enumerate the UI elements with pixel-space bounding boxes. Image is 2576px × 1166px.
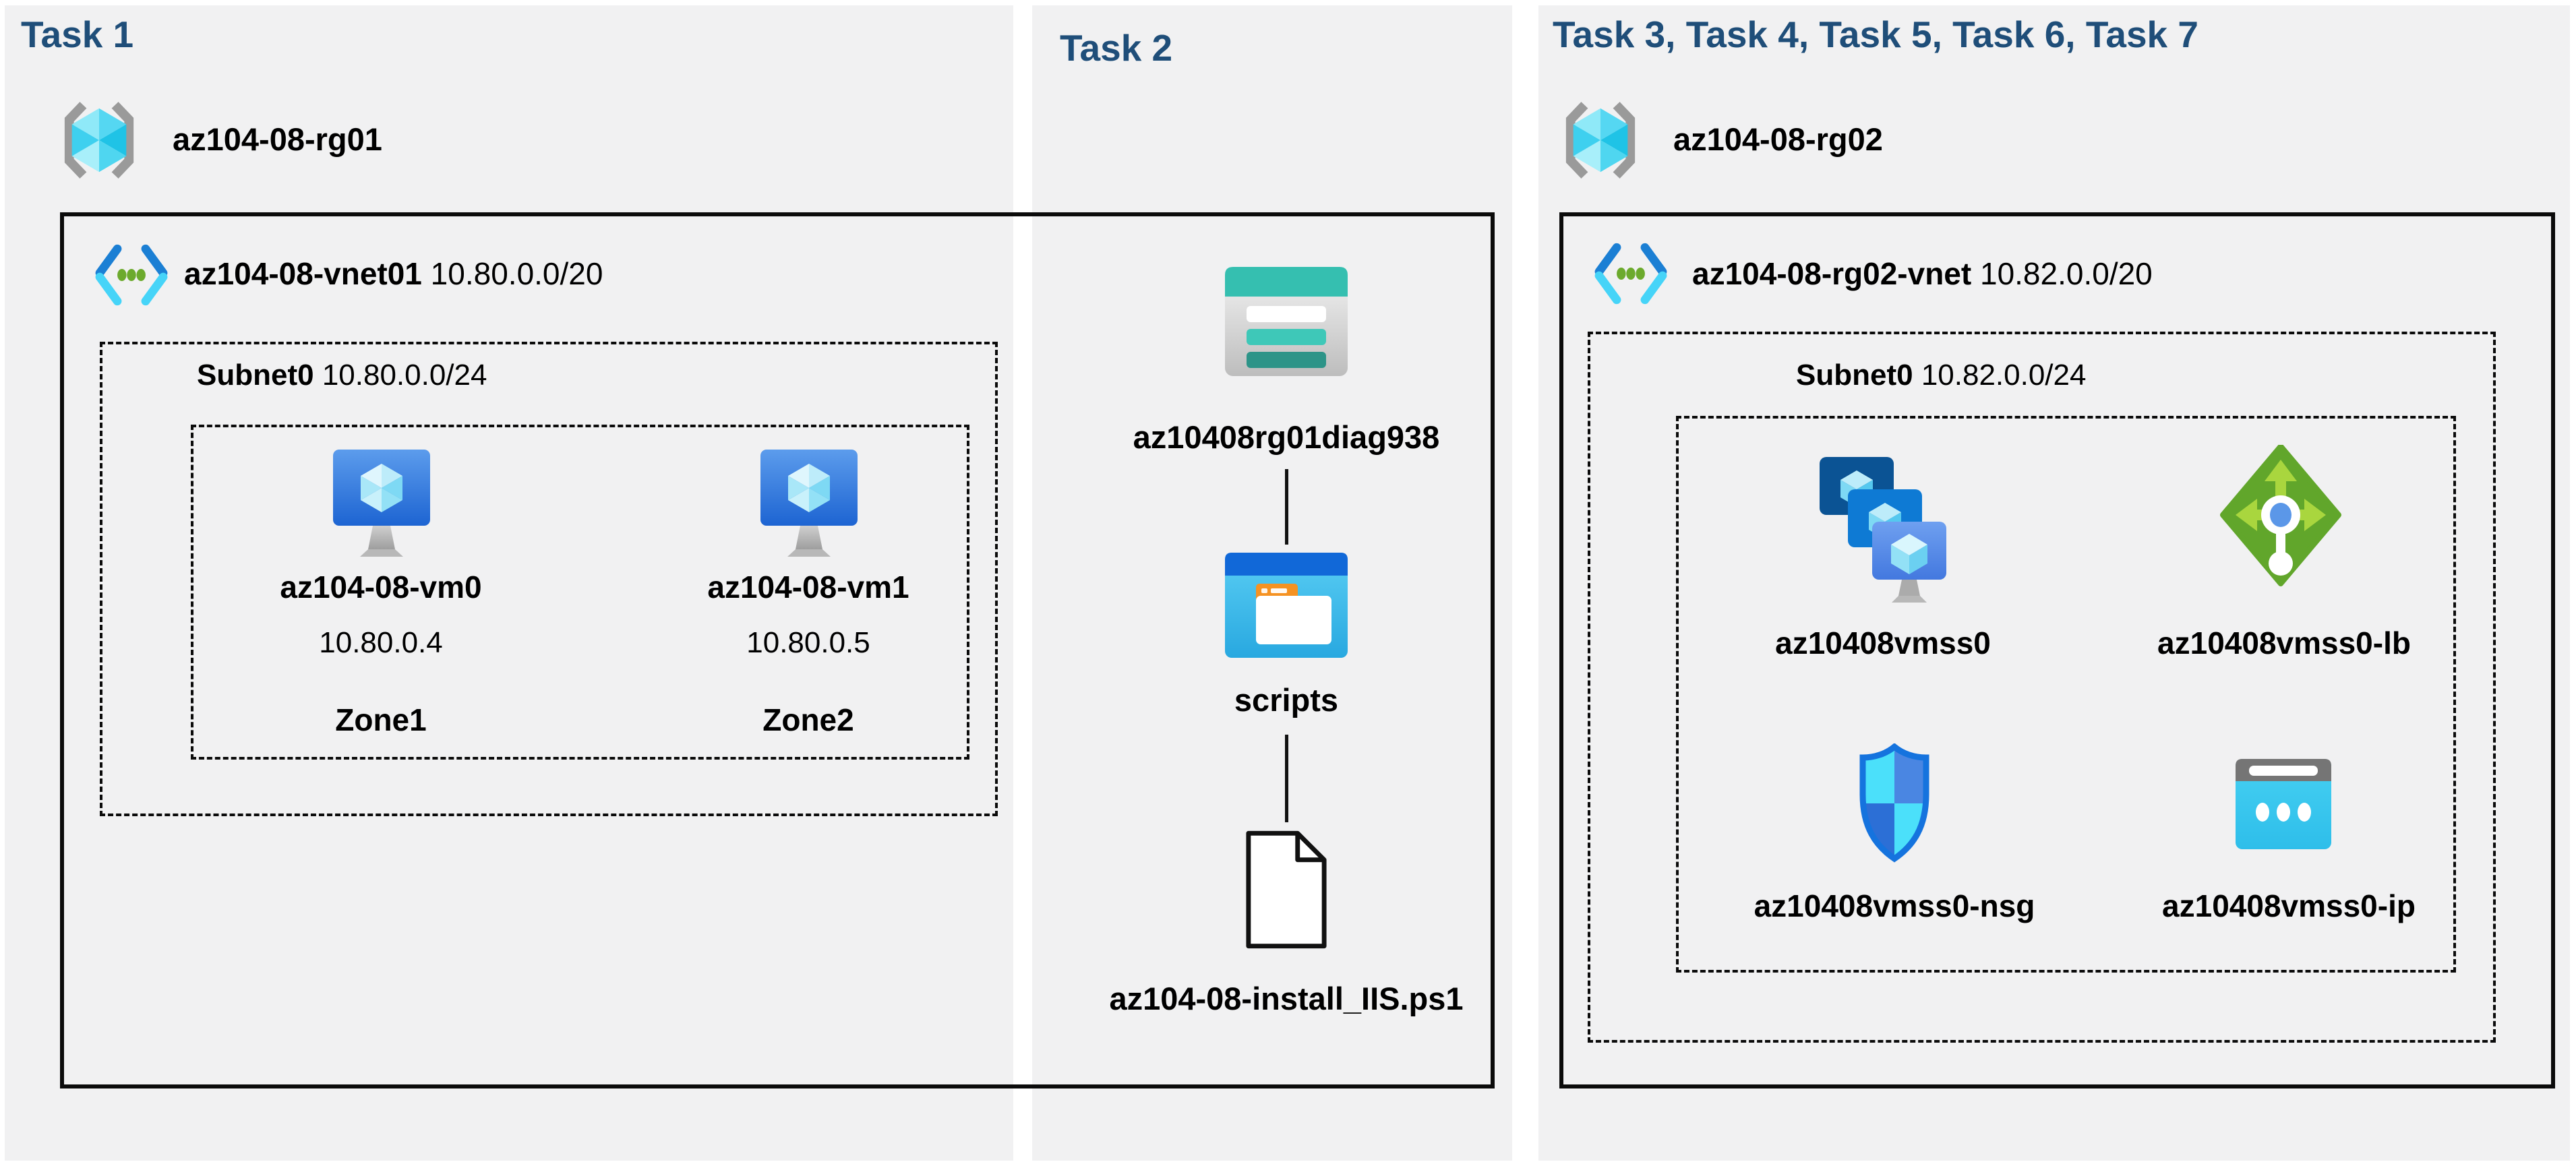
vnet-cidr: 10.80.0.0/20 <box>430 256 603 291</box>
vm-icon <box>760 449 858 560</box>
subnet-label: Subnet0 10.80.0.0/24 <box>197 359 487 393</box>
task3-title: Task 3, Task 4, Task 5, Task 6, Task 7 <box>1553 13 2198 55</box>
vnet01-boundary-box <box>60 212 1495 1088</box>
load-balancer-name: az10408vmss0-lb <box>2157 625 2411 661</box>
resource-group-icon <box>59 98 139 182</box>
vnet-cidr: 10.82.0.0/20 <box>1979 256 2153 291</box>
vmss-icon <box>1818 456 1946 607</box>
public-ip-name: az10408vmss0-ip <box>2162 888 2416 923</box>
subnet-name: Subnet0 <box>1796 359 1913 392</box>
vnet-label: az104-08-vnet01 10.80.0.0/20 <box>184 256 603 292</box>
vnet-name: az104-08-rg02-vnet <box>1692 256 1972 291</box>
subnet-name: Subnet0 <box>197 359 314 392</box>
vnet-label: az104-08-rg02-vnet 10.82.0.0/20 <box>1692 256 2153 292</box>
subnet-label: Subnet0 10.82.0.0/24 <box>1796 359 2086 393</box>
vm0-ip: 10.80.0.4 <box>319 626 443 659</box>
vm0-zone: Zone1 <box>335 702 427 737</box>
vm1-ip: 10.80.0.5 <box>746 626 870 659</box>
subnet-cidr: 10.82.0.0/24 <box>1921 359 2087 392</box>
nsg-icon <box>1853 743 1936 863</box>
task2-title: Task 2 <box>1060 27 1173 69</box>
task1-title: Task 1 <box>21 13 134 55</box>
nsg-name: az10408vmss0-nsg <box>1754 888 2035 923</box>
vmss-resources-box <box>1676 416 2456 973</box>
connector-storage-to-container <box>1285 469 1288 545</box>
resource-group-name: az104-08-rg01 <box>173 121 382 157</box>
vm-icon <box>332 449 431 560</box>
container-name: scripts <box>1234 682 1339 718</box>
vnet-name: az104-08-vnet01 <box>184 256 422 291</box>
storage-account-icon <box>1225 267 1348 376</box>
blob-container-icon <box>1225 553 1348 658</box>
vmss-name: az10408vmss0 <box>1775 625 1991 661</box>
storage-account-name: az10408rg01diag938 <box>1133 419 1440 455</box>
vm1-zone: Zone2 <box>762 702 854 737</box>
script-file-name: az104-08-install_IIS.ps1 <box>1109 981 1464 1016</box>
subnet0-box-rg02 <box>1588 332 2496 1043</box>
load-balancer-icon <box>2220 445 2343 588</box>
rg02-vnet-boundary-box <box>1559 212 2555 1088</box>
public-ip-icon <box>2236 759 2331 849</box>
subnet0-box-rg01 <box>100 342 998 816</box>
subnet-cidr: 10.80.0.0/24 <box>322 359 487 392</box>
vnet-icon <box>94 237 169 313</box>
vm1-name: az104-08-vm1 <box>707 570 909 605</box>
vm0-name: az104-08-vm0 <box>280 570 482 605</box>
vnet-icon <box>1593 235 1669 312</box>
resource-group-icon <box>1561 98 1640 182</box>
connector-container-to-file <box>1285 735 1288 822</box>
vm-zone-box-rg01 <box>191 425 969 760</box>
file-icon <box>1243 829 1329 950</box>
panel-task1 <box>5 5 1013 1161</box>
panel-task3 <box>1538 5 2570 1161</box>
resource-group-name: az104-08-rg02 <box>1673 121 1883 157</box>
